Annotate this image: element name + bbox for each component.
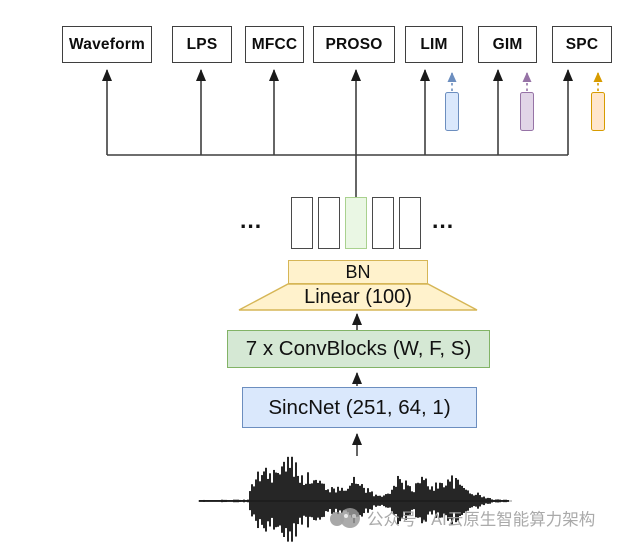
worker-label: LPS	[186, 35, 218, 53]
worker-box-lps: LPS	[172, 26, 232, 63]
worker-box-gim: GIM	[478, 26, 537, 63]
linear-label: Linear (100)	[258, 284, 458, 310]
ellipsis-left: ...	[240, 207, 263, 233]
lim-sample-block	[445, 92, 459, 131]
embedding-frame	[399, 197, 421, 249]
worker-label: Waveform	[69, 35, 145, 53]
bn-box: BN	[288, 260, 428, 284]
bn-label: BN	[345, 261, 371, 282]
worker-label: MFCC	[251, 35, 298, 53]
linear-text: Linear (100)	[304, 285, 412, 308]
worker-label: SPC	[565, 35, 599, 53]
watermark-icon	[330, 505, 362, 531]
worker-box-spc: SPC	[552, 26, 612, 63]
ellipsis-right: ...	[432, 207, 455, 233]
convblocks-box: 7 x ConvBlocks (W, F, S)	[227, 330, 490, 368]
embedding-frame	[291, 197, 313, 249]
sincnet-label: SincNet (251, 64, 1)	[268, 395, 451, 419]
worker-box-mfcc: MFCC	[245, 26, 304, 63]
worker-label: GIM	[492, 35, 523, 53]
watermark-text: 公众号 · AI云原生智能算力架构	[367, 511, 596, 529]
gim-sample-block	[520, 92, 534, 131]
spc-sample-block	[591, 92, 605, 131]
linear-trapezoid	[238, 283, 478, 311]
sincnet-box: SincNet (251, 64, 1)	[242, 387, 477, 428]
watermark: 公众号 · AI云原生智能算力架构	[330, 505, 595, 531]
embedding-frame	[318, 197, 340, 249]
worker-label: PROSO	[325, 35, 383, 53]
embedding-frame	[372, 197, 394, 249]
worker-box-proso: PROSO	[313, 26, 395, 63]
speech-waveform	[198, 456, 512, 542]
embedding-frame-current	[345, 197, 367, 249]
convblocks-label: 7 x ConvBlocks (W, F, S)	[245, 337, 472, 360]
worker-box-waveform: Waveform	[62, 26, 152, 63]
worker-box-lim: LIM	[405, 26, 463, 63]
worker-label: LIM	[420, 35, 448, 53]
